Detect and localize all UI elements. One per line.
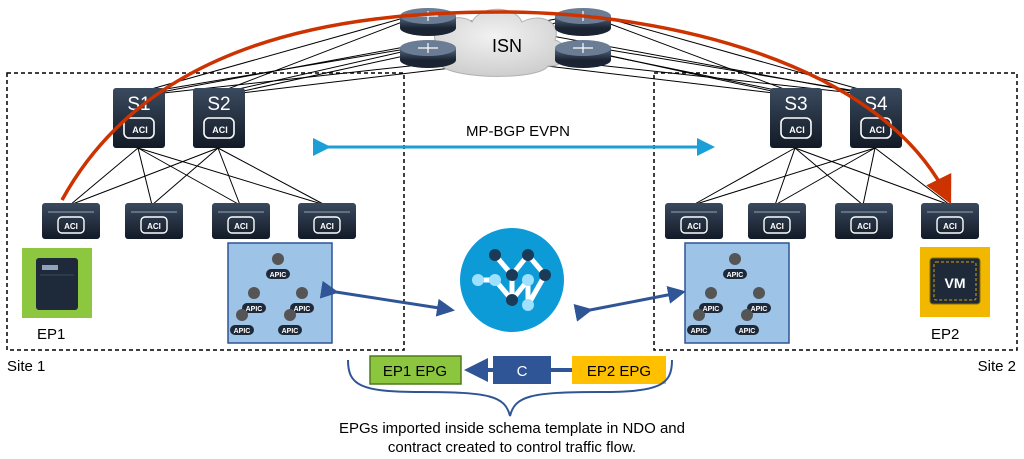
isn-cloud: ISN	[423, 8, 567, 77]
svg-text:APIC: APIC	[739, 328, 756, 335]
aci-logo: ACI	[64, 222, 78, 231]
site2-label: Site 2	[978, 358, 1016, 375]
svg-text:APIC: APIC	[270, 272, 287, 279]
router-icon	[555, 40, 611, 68]
spine-s1: S1 ACI	[113, 88, 165, 148]
router-icon	[400, 8, 456, 36]
router-icon	[555, 8, 611, 36]
traffic-flow-arrow	[60, 10, 952, 205]
leaf-switch: ACI	[42, 203, 100, 239]
svg-text:APIC: APIC	[751, 306, 768, 313]
aci-logo: ACI	[234, 222, 248, 231]
svg-text:APIC: APIC	[727, 272, 744, 279]
site2-boundary	[653, 72, 1018, 351]
aci-logo: ACI	[132, 125, 148, 135]
apic-node: APIC	[278, 309, 302, 335]
svg-text:APIC: APIC	[691, 328, 708, 335]
leaf-switch: ACI	[212, 203, 270, 239]
spine-s3: S3 ACI	[770, 88, 822, 148]
aci-logo: ACI	[770, 222, 784, 231]
apic-node: APIC	[687, 309, 711, 335]
site1-boundary	[6, 72, 405, 351]
apic-ndo-link-site1	[319, 280, 455, 317]
caption-line2: contract created to control traffic flow…	[388, 439, 636, 456]
aci-logo: ACI	[687, 222, 701, 231]
isn-label: ISN	[492, 36, 522, 56]
aci-logo: ACI	[320, 222, 334, 231]
svg-text:APIC: APIC	[234, 328, 251, 335]
site2-fabric-links	[692, 147, 951, 206]
ep1-label: EP1	[37, 326, 65, 343]
epg-contract-row: EP1 EPG C EP2 EPG	[369, 355, 666, 385]
ep1-endpoint: EP1	[22, 248, 92, 343]
site1-fabric-links	[69, 147, 326, 206]
apic-node: APIC	[735, 309, 759, 335]
ep2-endpoint: VM EP2	[920, 247, 990, 343]
apic-node: APIC	[747, 287, 771, 313]
apic-node: APIC	[230, 309, 254, 335]
ndo-controller-icon	[460, 228, 564, 332]
ep2-epg-label: EP2 EPG	[587, 363, 651, 380]
apic-node: APIC	[699, 287, 723, 313]
ep2-label: EP2	[931, 326, 959, 343]
router-icon	[400, 40, 456, 68]
spine-label: S1	[127, 94, 150, 115]
spine-switches: S1 ACI S2 ACI S3 ACI S4 ACI	[113, 88, 902, 148]
apic-ndo-link-site2	[573, 286, 686, 322]
isn-routers	[400, 8, 611, 68]
aci-logo: ACI	[147, 222, 161, 231]
vm-label: VM	[945, 275, 966, 291]
apic-cluster-site2: APIC APIC APIC APIC APIC	[684, 242, 790, 344]
caption-line1: EPGs imported inside schema template in …	[339, 420, 685, 437]
svg-text:APIC: APIC	[246, 306, 263, 313]
mp-bgp-evpn-arrow: MP-BGP EVPN	[313, 123, 715, 156]
apic-node: APIC	[290, 287, 314, 313]
svg-text:APIC: APIC	[703, 306, 720, 313]
aci-logo: ACI	[869, 125, 885, 135]
site1-label: Site 1	[7, 358, 45, 375]
leaf-switch: ACI	[665, 203, 723, 239]
grouping-brace	[347, 359, 673, 417]
leaf-switch: ACI	[921, 203, 979, 239]
svg-text:APIC: APIC	[282, 328, 299, 335]
apic-cluster-site1: APIC APIC APIC APIC APIC	[227, 242, 333, 344]
leaf-switches: ACI ACI ACI ACI ACI	[42, 203, 979, 239]
ep2-epg-box	[572, 356, 666, 384]
apic-node: APIC	[723, 253, 747, 279]
leaf-switch: ACI	[835, 203, 893, 239]
spine-s4: S4 ACI	[850, 88, 902, 148]
spine-s2: S2 ACI	[193, 88, 245, 148]
apic-node: APIC	[266, 253, 290, 279]
spine-label: S3	[784, 94, 807, 115]
leaf-switch: ACI	[125, 203, 183, 239]
contract-label: C	[517, 363, 528, 380]
leaf-switch: ACI	[298, 203, 356, 239]
svg-text:APIC: APIC	[294, 306, 311, 313]
protocol-label: MP-BGP EVPN	[466, 123, 570, 140]
apic-node: APIC	[242, 287, 266, 313]
contract-box	[493, 356, 551, 384]
aci-logo: ACI	[789, 125, 805, 135]
ep1-epg-label: EP1 EPG	[383, 363, 447, 380]
spine-label: S2	[207, 94, 230, 115]
aci-logo: ACI	[943, 222, 957, 231]
ep1-epg-box	[369, 355, 462, 385]
aci-logo: ACI	[212, 125, 228, 135]
aci-logo: ACI	[857, 222, 871, 231]
leaf-switch: ACI	[748, 203, 806, 239]
